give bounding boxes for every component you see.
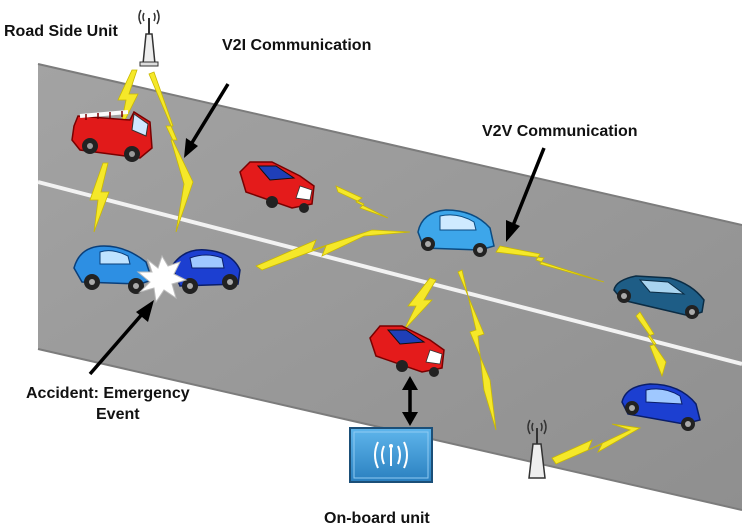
crash-burst — [136, 254, 188, 304]
car-icon — [621, 383, 701, 431]
v2i-label: V2I Communication — [222, 37, 372, 54]
crashed-car-left — [73, 245, 153, 294]
fire-truck — [71, 110, 153, 162]
arrows — [88, 83, 546, 426]
accident-label-line2: Event — [96, 406, 140, 423]
car-icon — [171, 249, 241, 294]
arrow-icon — [506, 147, 546, 242]
crash-burst-icon — [136, 254, 188, 304]
antenna-tower-icon — [138, 9, 160, 67]
lightning-links — [89, 69, 667, 465]
lightning-icon — [403, 277, 437, 331]
road-edge-top — [37, 63, 742, 226]
red-car-obu — [369, 325, 445, 377]
lightning-icon — [255, 229, 411, 271]
crashed-car-right — [171, 249, 241, 294]
lightning-icon — [89, 162, 110, 233]
obu-device-icon — [349, 427, 433, 483]
fire-truck-icon — [71, 110, 153, 162]
car-icon — [369, 325, 445, 377]
arrow-icon — [402, 376, 418, 426]
obu-label: On-board unit — [324, 510, 430, 527]
lightning-icon — [148, 71, 194, 233]
lightning-icon — [117, 69, 139, 131]
v2v-label: V2V Communication — [482, 123, 638, 140]
rsu-label: Road Side Unit — [4, 23, 118, 40]
rsu-tower-bottom — [527, 419, 547, 479]
car-icon — [613, 275, 705, 319]
arrow-icon — [184, 83, 230, 158]
lightning-icon — [551, 423, 642, 465]
lane-marking — [37, 180, 742, 366]
car-icon — [73, 245, 153, 294]
rsu-tower-top — [138, 9, 160, 67]
lightblue-car-center — [417, 209, 495, 257]
obu-device — [349, 427, 433, 483]
lightning-icon — [335, 185, 389, 219]
lightning-icon — [457, 269, 497, 431]
car-icon — [417, 209, 495, 257]
red-car-upper — [239, 161, 315, 213]
road — [38, 64, 742, 510]
arrow-icon — [88, 300, 154, 376]
lightning-icon — [635, 311, 667, 378]
car-icon — [239, 161, 315, 213]
accident-label-line1: Accident: Emergency — [26, 385, 190, 402]
antenna-tower-icon — [527, 419, 547, 479]
blue-car-bottom-right — [621, 383, 701, 431]
teal-car-right — [613, 275, 705, 319]
lightning-icon — [495, 245, 605, 283]
